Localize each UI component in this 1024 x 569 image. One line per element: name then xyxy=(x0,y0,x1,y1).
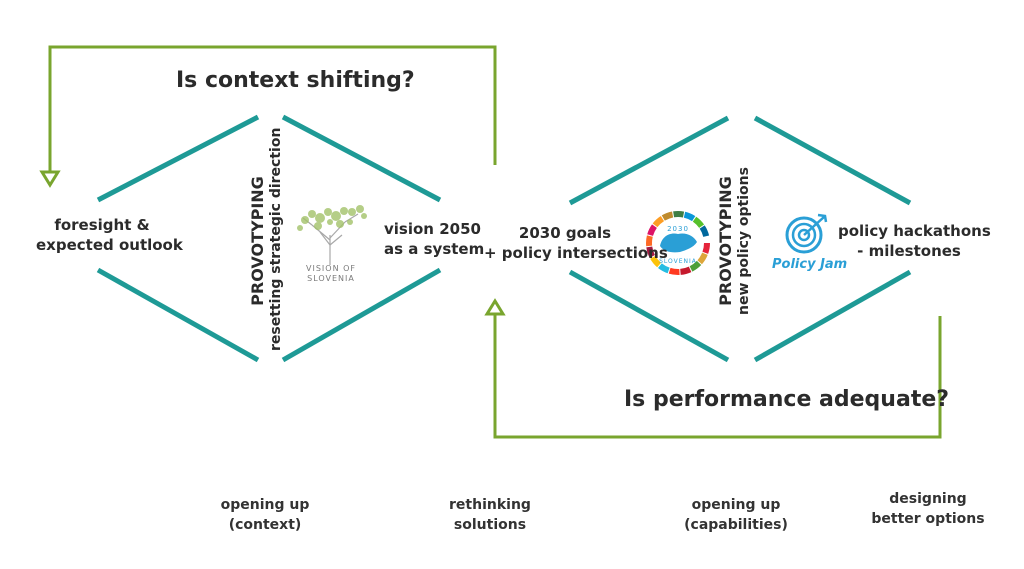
provotyping-subtitle: resetting strategic direction xyxy=(268,127,284,351)
right-diamond xyxy=(568,115,912,363)
slovenia-2030-logo-country: SLOVENIA xyxy=(659,258,697,265)
label-line: expected outlook xyxy=(36,236,183,254)
stage-label-rethinking-solutions: rethinking solutions xyxy=(430,495,550,535)
slovenia-2030-logo xyxy=(646,211,710,275)
left-diamond xyxy=(96,114,442,363)
stage-label-opening-up-context: opening up (context) xyxy=(205,495,325,535)
left-diamond-edge xyxy=(96,114,260,203)
stage-line: designing xyxy=(889,491,967,507)
left-diamond-edge xyxy=(281,267,442,363)
slovenia-2030-logo-year: 2030 xyxy=(667,225,689,233)
right-diamond-edge xyxy=(753,115,912,206)
label-line: as a system xyxy=(384,240,485,258)
stage-line: (context) xyxy=(228,517,302,533)
right-diamond-edge xyxy=(568,269,730,363)
stage-line: solutions xyxy=(453,517,527,533)
stage-line: opening up xyxy=(220,497,310,513)
label-line: policy hackathons xyxy=(838,222,991,240)
label-line: foresight & xyxy=(54,216,150,234)
stage-label-designing-better-options: designing better options xyxy=(865,489,991,529)
left-diamond-right-label: vision 2050 as a system xyxy=(384,219,484,259)
stage-line: rethinking xyxy=(449,497,531,513)
policy-jam-logo-text: Policy Jam xyxy=(772,257,848,272)
right-diamond-left-label: 2030 goals + policy intersections xyxy=(484,223,668,263)
right-diamond-edge xyxy=(753,269,912,363)
left-diamond-edge xyxy=(96,267,260,363)
vision-of-slovenia-logo-text: VISION OF SLOVENIA xyxy=(300,264,362,284)
vision-of-slovenia-logo xyxy=(297,205,367,265)
logo-text-line: VISION OF xyxy=(306,264,356,273)
logo-text-line: SLOVENIA xyxy=(307,274,355,283)
provotyping-subtitle: new policy options xyxy=(736,167,752,315)
provotyping-title: PROVOTYPING xyxy=(248,176,267,306)
right-diamond-center-label: PROVOTYPING new policy options xyxy=(716,156,754,326)
stage-label-opening-up-capabilities: opening up (capabilities) xyxy=(676,495,796,535)
left-diamond-left-label: foresight & expected outlook xyxy=(36,215,183,255)
provotyping-title: PROVOTYPING xyxy=(716,176,735,306)
label-line: 2030 goals xyxy=(518,224,612,242)
performance-question: Is performance adequate? xyxy=(624,387,950,412)
target-icon xyxy=(785,213,828,254)
performance-feedback-arrow xyxy=(484,298,942,439)
right-diamond-edge xyxy=(568,115,730,206)
stage-line: (capabilities) xyxy=(684,517,788,533)
stage-line: opening up xyxy=(691,497,781,513)
context-question: Is context shifting? xyxy=(176,68,415,93)
left-diamond-center-label: PROVOTYPING resetting strategic directio… xyxy=(248,127,286,351)
label-line: - milestones xyxy=(857,242,961,260)
right-diamond-right-label: policy hackathons - milestones xyxy=(838,221,991,261)
context-feedback-arrow xyxy=(39,45,497,188)
left-diamond-edge xyxy=(281,114,442,203)
stage-line: better options xyxy=(871,511,985,527)
label-line: vision 2050 xyxy=(384,220,481,238)
label-line: + policy intersections xyxy=(484,244,668,262)
